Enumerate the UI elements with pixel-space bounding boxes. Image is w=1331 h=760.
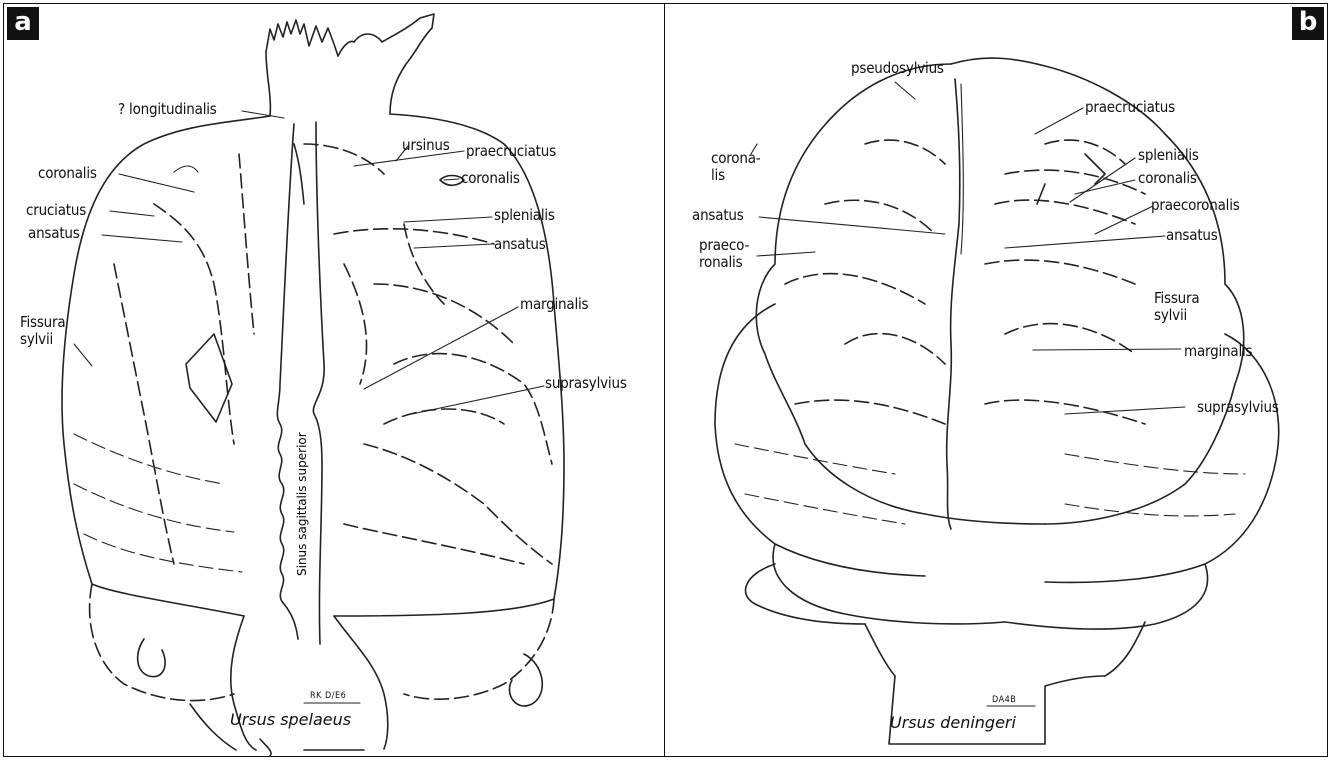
panel-b: b pseudosylvius praecruciatus corona- li… — [664, 3, 1328, 757]
label-coronalis-right: coronalis — [461, 170, 520, 187]
label-praecoronalis-left-b: praeco- ronalis — [699, 237, 749, 271]
label-suprasylvius-b: suprasylvius — [1197, 399, 1279, 416]
label-praecruciatus: praecruciatus — [466, 143, 556, 160]
panel-a: a ? longitudinalis ursinus praecruciatus… — [3, 3, 665, 757]
label-marginalis-b: marginalis — [1184, 343, 1252, 360]
stamp-da4b: DA4B — [992, 692, 1016, 709]
stamp-rk-d-e6: RK D/E6 — [310, 688, 346, 705]
label-suprasylvius: suprasylvius — [545, 375, 627, 392]
label-pseudosylvius: pseudosylvius — [851, 60, 944, 77]
label-marginalis: marginalis — [520, 296, 588, 313]
label-longitudinalis: ? longitudinalis — [118, 101, 217, 118]
label-ansatus-left-b: ansatus — [692, 207, 744, 224]
label-ansatus-left: ansatus — [28, 225, 80, 242]
label-sinus-sagittalis-superior: Sinus sagittalis superior — [295, 432, 309, 576]
label-praecruciatus-b: praecruciatus — [1085, 99, 1175, 116]
caption-ursus-deningeri: Ursus deningeri — [890, 713, 1016, 732]
panel-b-badge: b — [1292, 7, 1324, 40]
label-fissura-sylvii-b: Fissura sylvii — [1154, 290, 1199, 324]
label-ansatus-right-b: ansatus — [1166, 227, 1218, 244]
label-coronalis-left: coronalis — [38, 165, 97, 182]
label-splenialis-b: splenialis — [1138, 147, 1199, 164]
label-coronalis-left-b: corona- lis — [711, 150, 760, 184]
label-coronalis-right-b: coronalis — [1138, 170, 1197, 187]
brain-drawing-ursus-deningeri — [665, 4, 1329, 758]
label-fissura-sylvii: Fissura sylvii — [20, 314, 65, 348]
label-cruciatus: cruciatus — [26, 202, 86, 219]
label-splenialis: splenialis — [494, 207, 555, 224]
label-ursinus: ursinus — [402, 137, 450, 154]
caption-ursus-spelaeus: Ursus spelaeus — [230, 710, 351, 729]
label-ansatus-right: ansatus — [494, 236, 546, 253]
panel-a-badge: a — [7, 7, 39, 40]
label-praecoronalis-right-b: praecoronalis — [1151, 197, 1240, 214]
